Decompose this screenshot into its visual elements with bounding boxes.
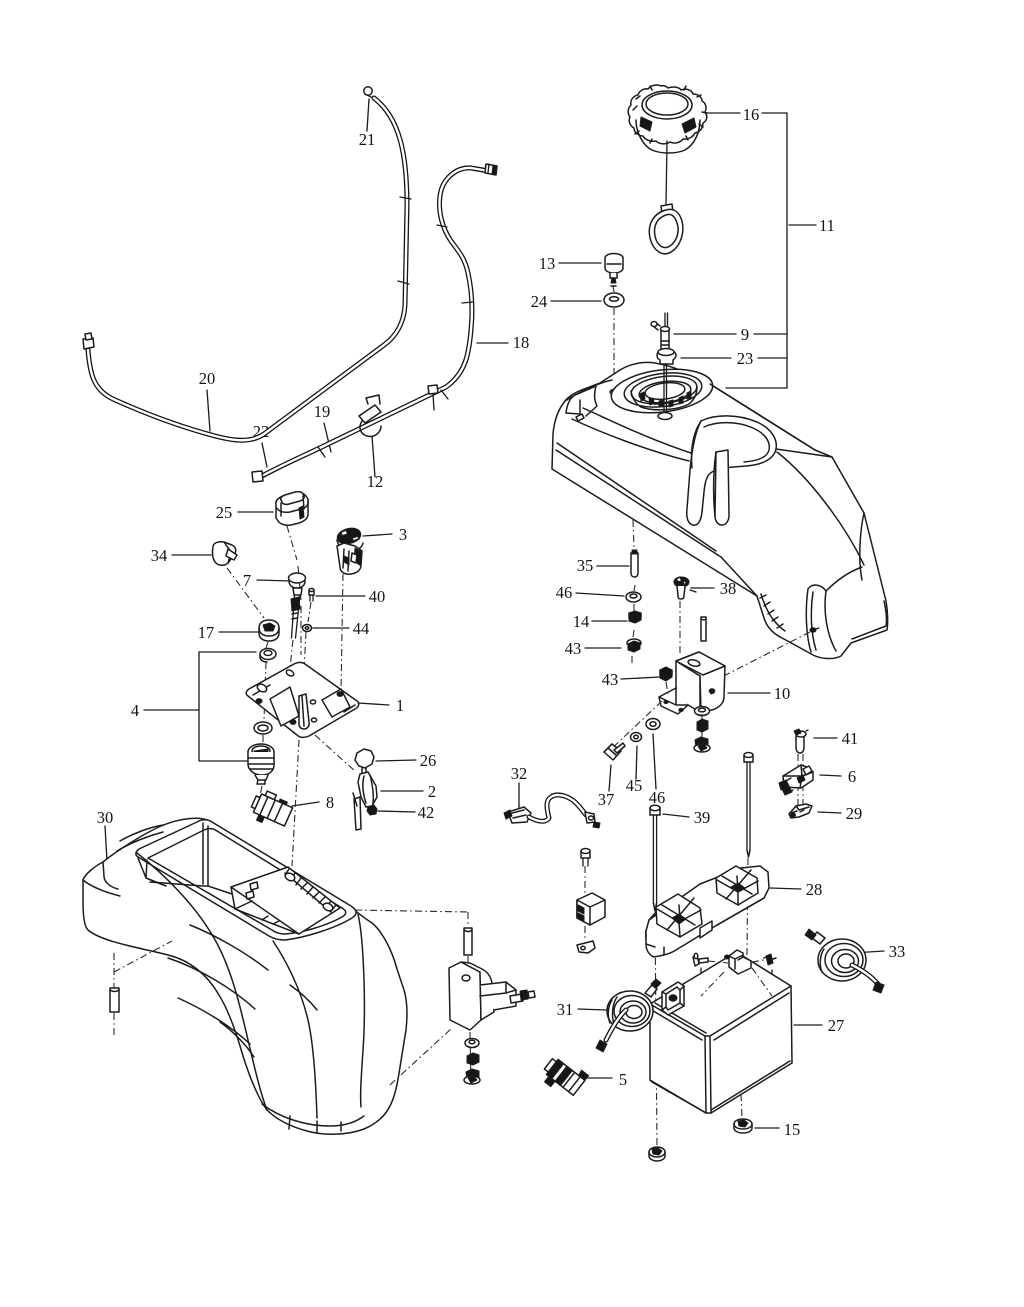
svg-text:25: 25 xyxy=(216,503,233,522)
svg-text:20: 20 xyxy=(199,369,216,388)
svg-text:43: 43 xyxy=(602,670,619,689)
svg-text:13: 13 xyxy=(539,254,556,273)
svg-text:21: 21 xyxy=(359,130,376,149)
svg-text:34: 34 xyxy=(151,546,168,565)
svg-text:39: 39 xyxy=(694,808,711,827)
svg-text:2: 2 xyxy=(428,782,436,801)
svg-text:8: 8 xyxy=(326,793,334,812)
svg-text:28: 28 xyxy=(806,880,823,899)
svg-text:29: 29 xyxy=(846,804,863,823)
svg-text:40: 40 xyxy=(369,587,386,606)
svg-text:30: 30 xyxy=(97,808,114,827)
svg-text:26: 26 xyxy=(420,751,437,770)
svg-text:33: 33 xyxy=(889,942,906,961)
svg-text:24: 24 xyxy=(531,292,548,311)
svg-text:6: 6 xyxy=(848,767,856,786)
svg-text:11: 11 xyxy=(819,216,835,235)
svg-text:1: 1 xyxy=(396,696,404,715)
svg-text:3: 3 xyxy=(399,525,407,544)
svg-text:46: 46 xyxy=(649,788,666,807)
svg-text:38: 38 xyxy=(720,579,737,598)
svg-text:41: 41 xyxy=(842,729,859,748)
svg-text:18: 18 xyxy=(513,333,530,352)
svg-text:16: 16 xyxy=(743,105,760,124)
svg-text:7: 7 xyxy=(243,571,251,590)
svg-text:27: 27 xyxy=(828,1016,845,1035)
svg-text:10: 10 xyxy=(774,684,791,703)
svg-text:5: 5 xyxy=(619,1070,627,1089)
svg-text:19: 19 xyxy=(314,402,331,421)
svg-text:37: 37 xyxy=(598,790,615,809)
svg-text:31: 31 xyxy=(557,1000,574,1019)
svg-text:42: 42 xyxy=(418,803,435,822)
svg-text:9: 9 xyxy=(741,325,749,344)
svg-text:17: 17 xyxy=(198,623,215,642)
svg-text:23: 23 xyxy=(737,349,754,368)
svg-text:32: 32 xyxy=(511,764,528,783)
svg-text:35: 35 xyxy=(577,556,594,575)
svg-text:45: 45 xyxy=(626,776,643,795)
svg-text:43: 43 xyxy=(565,639,582,658)
svg-text:15: 15 xyxy=(784,1120,801,1139)
svg-text:44: 44 xyxy=(353,619,370,638)
svg-text:46: 46 xyxy=(556,583,573,602)
svg-text:4: 4 xyxy=(131,701,139,720)
svg-text:12: 12 xyxy=(367,472,384,491)
svg-text:14: 14 xyxy=(573,612,590,631)
